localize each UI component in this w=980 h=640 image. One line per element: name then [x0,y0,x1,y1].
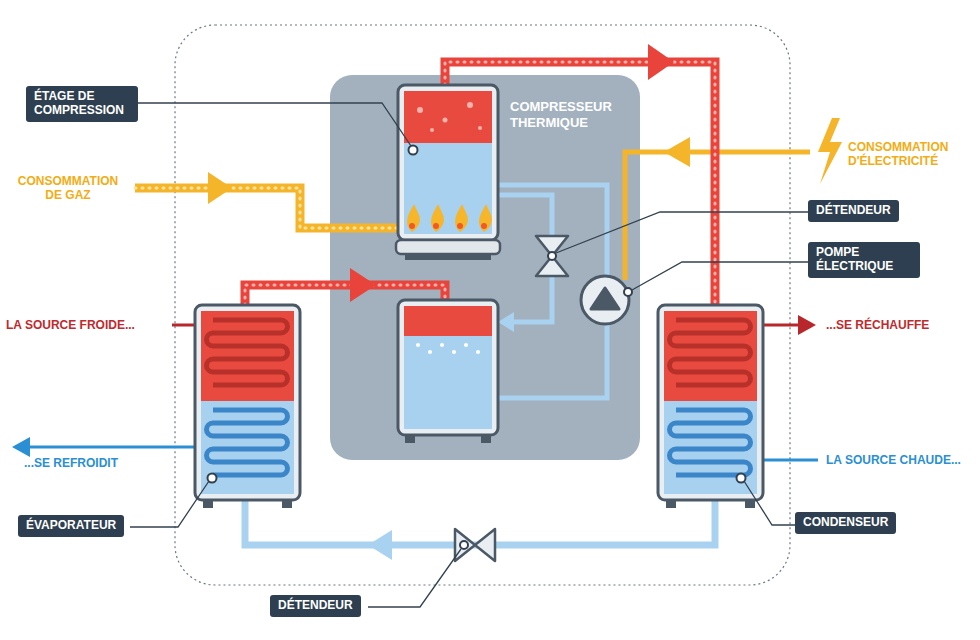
callout-box: CONDENSEUR [795,512,896,534]
callout-box: DÉTENDEUR [270,595,361,617]
lightning-bolt [818,118,842,184]
compressor-group: COMPRESSEUR THERMIQUE [330,75,640,460]
callout-box: ÉTAGE DE COMPRESSION [26,86,138,122]
liquid-pipe [245,500,715,560]
callout-box: POMPE ÉLECTRIQUE [808,242,920,278]
source-label: ...SE RÉCHAUFFE [826,318,929,332]
hot-vapour-pipe [245,44,715,320]
callout-box: ÉVAPORATEUR [18,515,124,537]
absorber-tank [398,300,498,443]
compressor-panel [330,75,640,460]
source-label: LA SOURCE CHAUDE... [826,453,961,467]
cooled-line [28,446,205,449]
callout-label: POMPE ÉLECTRIQUE [816,246,912,274]
group-title: COMPRESSEUR THERMIQUE [510,99,622,130]
source-label: ...SE REFROIDIT [24,456,118,470]
expansion-valve [455,529,495,561]
evaporator-tank [195,305,300,508]
callout-label: DÉTENDEUR [816,204,891,218]
coil [670,320,751,385]
gas-label: CONSOMMATION DE GAZ [8,174,128,203]
heat-exchanger-coils [207,320,751,475]
gas-pipe [135,172,400,228]
arrow-head [12,437,30,457]
coil [207,410,288,475]
callout-label: ÉVAPORATEUR [26,519,116,533]
callout-label: DÉTENDEUR [278,599,353,613]
callout-label: ÉTAGE DE COMPRESSION [34,90,130,118]
burner [396,204,500,260]
callout-box: DÉTENDEUR [808,200,899,222]
coil [207,320,288,385]
electric-pump [581,276,632,324]
expansion-valve [536,236,568,276]
leader-lines [130,103,808,607]
power-label: CONSOMMATION D'ÉLECTRICITÉ [848,140,974,169]
arrow-head [798,315,816,335]
source-label: LA SOURCE FROIDE... [6,318,135,332]
flow-arrow [498,312,514,332]
condenser-tank [658,305,763,508]
system-frame [175,25,790,585]
coil [670,410,751,475]
callout-label: CONDENSEUR [803,516,888,530]
generator-tank [398,85,498,240]
